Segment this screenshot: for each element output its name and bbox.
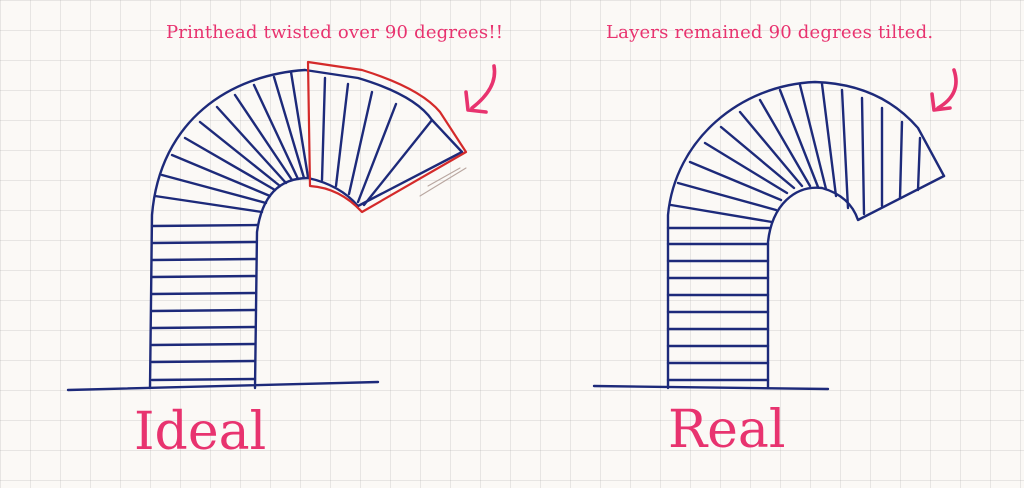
ideal-inner-wall: [253, 176, 310, 390]
real-sketch: [592, 80, 946, 391]
real-outer-wall: [666, 80, 946, 390]
arrow-right-head: [930, 92, 952, 112]
ideal-ground-line: [66, 380, 380, 392]
arrow-right-curve: [936, 68, 958, 110]
ideal-layers-radial: [153, 70, 310, 214]
arrow-left-head: [464, 90, 488, 114]
ideal-tip-edge: [362, 118, 434, 207]
real-inner-wall: [766, 174, 946, 390]
ideal-layers-horizontal: [150, 223, 259, 382]
real-layers-tilted: [820, 82, 922, 216]
annotation-printhead-twisted: Printhead twisted over 90 degrees!!: [166, 22, 504, 43]
ideal-twist-outline: [306, 60, 468, 214]
real-layers-horizontal: [666, 226, 771, 382]
ideal-motion-lines: [419, 167, 467, 197]
real-layers-radial: [669, 83, 828, 224]
real-ground-line: [592, 384, 830, 391]
ideal-inner-arc: [306, 150, 464, 208]
label-ideal: Ideal: [134, 402, 267, 462]
ideal-outer-arc: [303, 68, 464, 154]
ideal-sketch: [66, 68, 464, 392]
annotation-layers-tilted: Layers remained 90 degrees tilted.: [606, 22, 934, 43]
label-real: Real: [668, 400, 786, 460]
arrow-left-curve: [470, 64, 497, 110]
ideal-layers-tip: [320, 76, 398, 204]
